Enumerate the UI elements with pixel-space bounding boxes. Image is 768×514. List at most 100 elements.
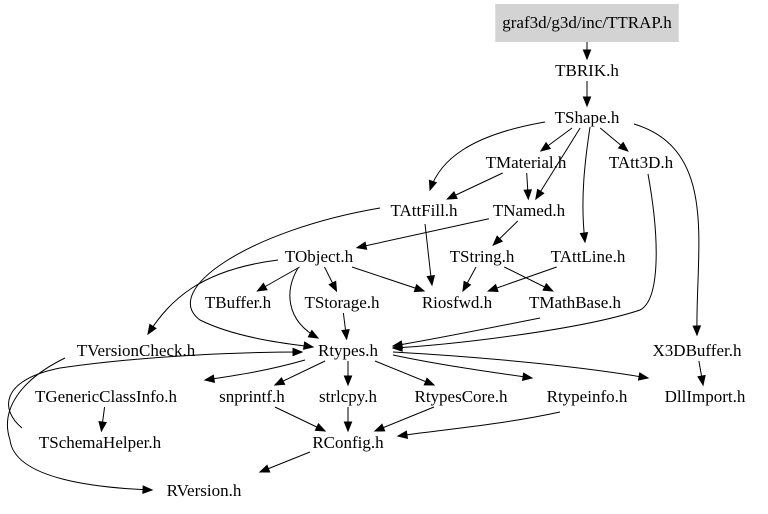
edge-tattfill-to-rtypes: [189, 207, 381, 348]
graph-edges: [6, 33, 706, 494]
node-snprintf[interactable]: snprintf.h: [219, 387, 285, 406]
edge-tmaterial-to-tattfill: [447, 172, 503, 200]
node-tbrik[interactable]: TBRIK.h: [555, 61, 619, 80]
node-tschemahelper[interactable]: TSchemaHelper.h: [39, 433, 162, 452]
arrowhead-snprintf-to-rconfig: [314, 422, 327, 432]
arrowhead-tobject-to-tbuffer: [256, 282, 268, 292]
node-label: TAttLine.h: [551, 247, 626, 266]
edge-tshape-to-tattfill: [429, 121, 546, 191]
arrowhead-tobject-to-tstorage: [328, 280, 338, 293]
node-dllimport[interactable]: DllImport.h: [665, 387, 746, 406]
arrowhead-rtypes-to-dllimport: [637, 372, 650, 381]
arrowhead-tstring-to-tmathbase: [542, 282, 554, 292]
arrowhead-tbrik-to-tshape: [582, 96, 592, 108]
edge-tshape-to-tattline: [582, 126, 591, 243]
edge-rtypeinfo-to-rconfig: [397, 411, 561, 437]
node-tgenericclassinfo[interactable]: TGenericClassInfo.h: [35, 387, 178, 406]
node-ttrap[interactable]: graf3d/g3d/inc/TTRAP.h: [495, 4, 679, 42]
arrowhead-tnamed-to-tobject: [355, 241, 368, 250]
node-label: TNamed.h: [493, 201, 566, 220]
node-label: Rtypes.h: [318, 341, 378, 360]
edge-tnamed-to-tobject: [356, 218, 489, 249]
node-label: Riosfwd.h: [422, 293, 493, 312]
arrowhead-tshape-to-tnamed: [535, 188, 545, 201]
node-label: TMathBase.h: [529, 293, 622, 312]
arrowhead-tshape-to-x3dbuffer: [692, 325, 702, 337]
arrowhead-ttrap-to-tbrik: [582, 49, 592, 61]
node-rtypes[interactable]: Rtypes.h: [318, 341, 378, 360]
node-label: Rtypeinfo.h: [547, 387, 628, 406]
arrowhead-tshape-to-tmaterial: [539, 141, 552, 152]
node-label: TBuffer.h: [205, 293, 272, 312]
node-rconfig[interactable]: RConfig.h: [312, 433, 384, 452]
arrowhead-tobject-to-tversioncheck: [147, 323, 157, 336]
node-rversion[interactable]: RVersion.h: [167, 481, 242, 500]
node-tversioncheck[interactable]: TVersionCheck.h: [77, 341, 196, 360]
node-label: TAttFill.h: [390, 201, 458, 220]
arrowhead-tgenericclassinfo-to-tschemahelper: [98, 421, 107, 433]
arrowhead-tshape-to-tattline: [579, 232, 589, 244]
node-tattline[interactable]: TAttLine.h: [551, 247, 626, 266]
node-label: TStorage.h: [304, 293, 380, 312]
node-label: TGenericClassInfo.h: [35, 387, 178, 406]
node-tstorage[interactable]: TStorage.h: [304, 293, 380, 312]
node-rtypeinfo[interactable]: Rtypeinfo.h: [547, 387, 628, 406]
node-tobject[interactable]: TObject.h: [285, 247, 354, 266]
edge-rtypes-to-rtypescore: [374, 360, 435, 386]
arrowhead-tmaterial-to-tnamed: [523, 189, 533, 201]
arrowhead-tversioncheck-to-rversion: [142, 485, 154, 494]
node-tatt3d[interactable]: TAtt3D.h: [609, 153, 674, 172]
arrowhead-rtypeinfo-to-rconfig: [396, 430, 409, 439]
edge-tobject-to-riosfwd: [351, 266, 425, 292]
node-tshape[interactable]: TShape.h: [555, 108, 620, 127]
arrowhead-tschemahelper-to-rtypes: [292, 347, 304, 357]
edge-tversioncheck-to-rversion: [6, 357, 153, 491]
arrowhead-rtypes-to-rtypeinfo: [521, 372, 534, 381]
edge-tobject-to-tversioncheck: [147, 259, 279, 335]
node-label: DllImport.h: [665, 387, 746, 406]
arrowhead-rtypes-to-snprintf: [273, 376, 286, 386]
node-label: TVersionCheck.h: [77, 341, 196, 360]
node-label: RConfig.h: [312, 433, 384, 452]
highlighted-node-background: [495, 4, 679, 42]
node-label: TMaterial.h: [486, 153, 567, 172]
node-tmaterial[interactable]: TMaterial.h: [486, 153, 567, 172]
arrowhead-rtypes-to-strlcpy: [343, 375, 353, 387]
edge-tschemahelper-to-rtypes: [8, 351, 303, 429]
node-label: TBRIK.h: [555, 61, 619, 80]
arrowhead-tshape-to-tattfill: [428, 179, 438, 192]
edge-tshape-to-x3dbuffer: [633, 123, 700, 336]
node-tnamed[interactable]: TNamed.h: [493, 201, 566, 220]
node-label: snprintf.h: [219, 387, 285, 406]
node-tattfill[interactable]: TAttFill.h: [390, 201, 458, 220]
node-strlcpy[interactable]: strlcpy.h: [319, 387, 377, 406]
node-tbuffer[interactable]: TBuffer.h: [205, 293, 272, 312]
arrowhead-rtypes-to-tgenericclassinfo: [203, 374, 216, 383]
node-label: RVersion.h: [167, 481, 242, 500]
node-tstring[interactable]: TString.h: [450, 247, 515, 266]
arrowhead-tobject-to-riosfwd: [413, 283, 426, 293]
arrowhead-tattfill-to-rtypes: [302, 341, 315, 350]
node-label: X3DBuffer.h: [653, 341, 742, 360]
graph-nodes: graf3d/g3d/inc/TTRAP.hTBRIK.hTShape.hTMa…: [35, 4, 746, 500]
edge-tatt3d-to-rtypes: [392, 173, 657, 349]
arrowhead-tstring-to-riosfwd: [462, 280, 472, 293]
node-x3dbuffer[interactable]: X3DBuffer.h: [653, 341, 742, 360]
arrowhead-tmaterial-to-tattfill: [446, 191, 458, 200]
node-label: TAtt3D.h: [609, 153, 674, 172]
node-tmathbase[interactable]: TMathBase.h: [529, 293, 622, 312]
edge-tmathbase-to-rtypes: [392, 317, 541, 347]
arrowhead-strlcpy-to-rconfig: [343, 421, 353, 433]
arrowhead-tshape-to-tatt3d: [617, 141, 629, 152]
arrowhead-tattfill-to-riosfwd: [426, 275, 436, 287]
arrowhead-tnamed-to-tstring: [492, 235, 504, 246]
node-label: strlcpy.h: [319, 387, 377, 406]
edge-rtypes-to-rtypeinfo: [392, 354, 533, 379]
arrowhead-tmathbase-to-rtypes: [391, 340, 404, 349]
arrowhead-rtypescore-to-rconfig: [373, 423, 386, 432]
node-label: TObject.h: [285, 247, 354, 266]
node-label: TString.h: [450, 247, 515, 266]
node-riosfwd[interactable]: Riosfwd.h: [422, 293, 493, 312]
node-rtypescore[interactable]: RtypesCore.h: [414, 387, 508, 406]
arrowhead-x3dbuffer-to-dllimport: [697, 374, 706, 387]
